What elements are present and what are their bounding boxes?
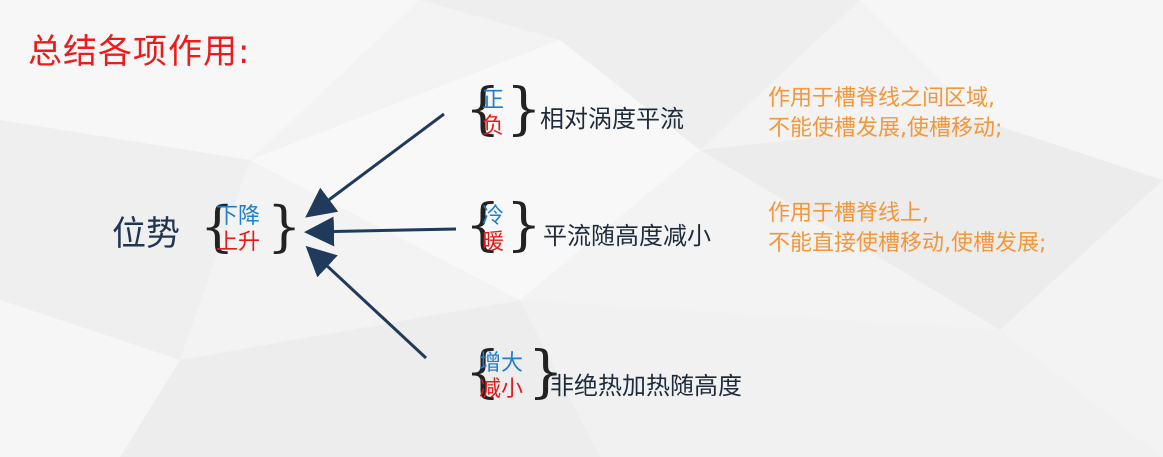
center-right-brace: } <box>267 195 302 258</box>
factor-2-right-brace: } <box>506 193 542 258</box>
factor-2-pair: 冷 暖 <box>482 204 504 256</box>
factor-3-right-brace: } <box>528 340 564 405</box>
factor-2-note: 作用于槽脊线上, 不能直接使槽移动,使槽发展; <box>768 199 1046 259</box>
arrow-1 <box>305 112 445 218</box>
factor-1-note-line-2: 不能使槽发展,使槽移动; <box>768 116 1003 141</box>
factor-1-pair: 正 负 <box>482 88 504 140</box>
factor-1-note-line-1: 作用于槽脊线之间区域, <box>768 86 995 111</box>
factor-2-bottom: 暖 <box>482 230 505 255</box>
factor-1-bottom: 负 <box>482 114 505 139</box>
factor-1-note: 作用于槽脊线之间区域, 不能使槽发展,使槽移动; <box>768 84 1002 144</box>
center-state-bottom: 上升 <box>216 230 261 255</box>
factor-3-bottom: 减小 <box>479 377 524 402</box>
page-title: 总结各项作用: <box>28 32 251 72</box>
center-left-brace: { <box>200 195 235 258</box>
factor-3-label: 非绝热加热随高度 <box>550 372 742 400</box>
factor-1-top: 正 <box>482 88 505 113</box>
factor-2-note-line-1: 作用于槽脊线上, <box>768 201 929 226</box>
factor-1-left-brace: { <box>465 77 501 142</box>
arrow-2 <box>304 216 457 247</box>
factor-2-label: 平流随高度减小 <box>543 222 711 250</box>
center-state-top: 下降 <box>216 204 261 229</box>
factor-2-left-brace: { <box>465 193 501 258</box>
factor-2-note-line-2: 不能直接使槽移动,使槽发展; <box>768 231 1047 256</box>
center-states: 下降 上升 <box>216 204 260 256</box>
factor-3-top: 增大 <box>479 351 524 376</box>
factor-3-left-brace: { <box>465 340 501 405</box>
factor-3-pair: 增大 减小 <box>479 351 523 403</box>
center-label: 位势 <box>112 214 180 254</box>
arrow-3 <box>305 245 428 360</box>
factor-1-label: 相对涡度平流 <box>540 105 684 133</box>
factor-2-top: 冷 <box>482 204 505 229</box>
factor-1-right-brace: } <box>506 77 542 142</box>
